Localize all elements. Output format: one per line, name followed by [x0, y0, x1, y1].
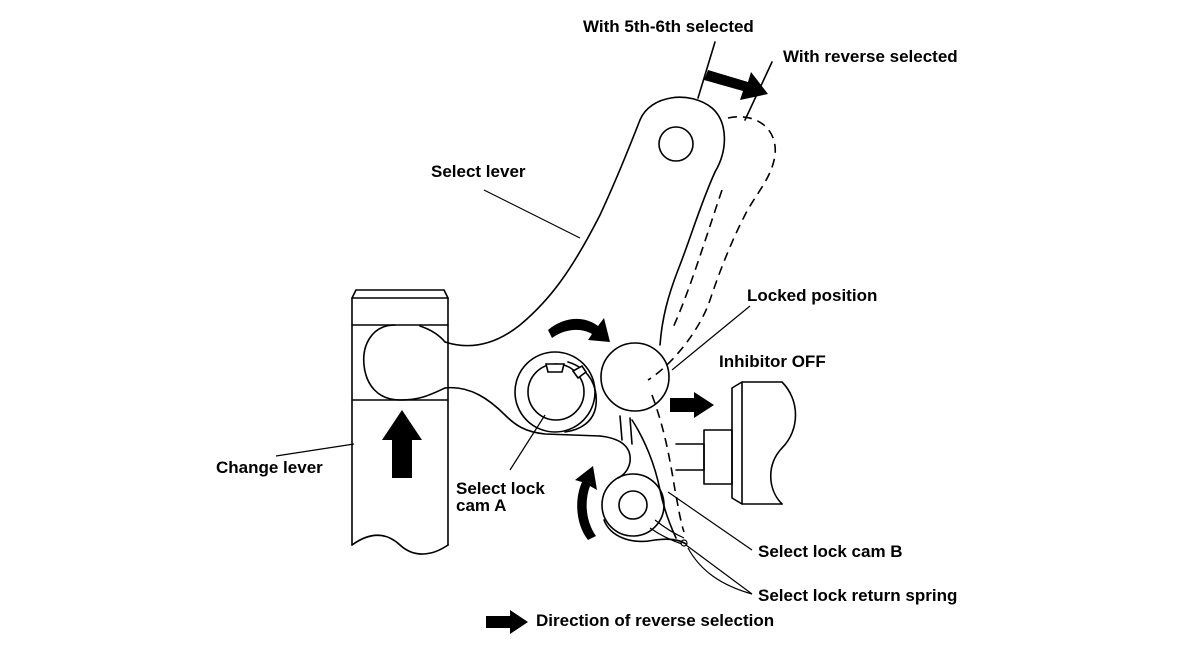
locked-position-roller [600, 342, 670, 412]
label-return-spring: Select lock return spring [758, 586, 957, 605]
label-legend-direction: Direction of reverse selection [536, 611, 774, 630]
label-inhibitor-off: Inhibitor OFF [719, 352, 826, 371]
select-lock-cam-b [601, 394, 687, 545]
label-change-lever: Change lever [216, 458, 323, 477]
inhibitor-solenoid [675, 381, 797, 505]
select-lock-return-spring [649, 519, 688, 547]
label-reverse: With reverse selected [783, 47, 958, 66]
label-cam-a-line1: Select lock [456, 479, 545, 498]
cam-b-rotation-arrow [575, 466, 597, 540]
select-lever [362, 96, 776, 437]
label-cam-a-line2: cam A [456, 496, 506, 515]
legend-arrow [486, 610, 528, 634]
change-lever-up-arrow [382, 410, 422, 478]
leader-lines [275, 189, 753, 595]
label-locked-position: Locked position [747, 286, 877, 305]
label-cam-b: Select lock cam B [758, 542, 903, 561]
label-select-lever: Select lever [431, 162, 526, 181]
reverse-direction-arrow [704, 70, 768, 100]
label-fifth-sixth: With 5th-6th selected [583, 17, 754, 36]
inhibitor-off-arrow [670, 392, 714, 418]
select-lever-rotation-arrow [548, 318, 610, 342]
select-lock-cam-a [514, 351, 633, 479]
